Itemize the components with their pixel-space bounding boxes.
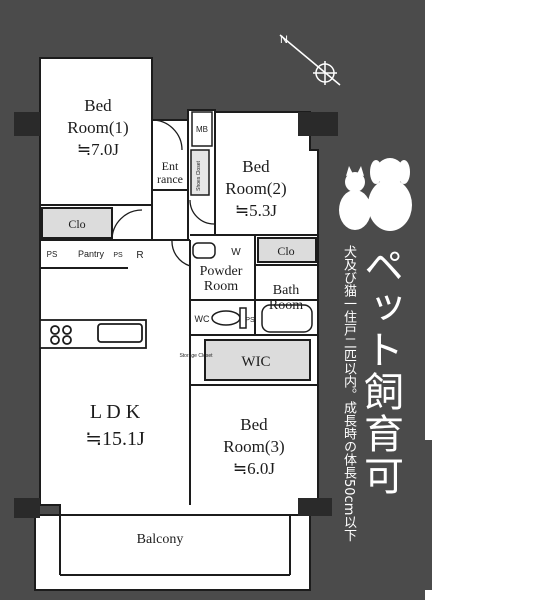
powder-label-1: Powder — [200, 264, 243, 279]
bed2-label-line2: Room(2) — [225, 179, 286, 198]
bed3-size: ≒6.0J — [233, 459, 276, 478]
kitchen-counter — [39, 319, 147, 349]
pet-note: 犬及び猫一住戸二匹以内。成長時の体長50cm以下 — [341, 245, 356, 542]
wic-box — [204, 339, 311, 381]
bath-fixtures — [192, 242, 313, 333]
mb-box — [191, 111, 213, 147]
door-swings — [111, 119, 215, 267]
bath-label-2: Room — [269, 298, 303, 313]
bed2-size: ≒5.3J — [235, 201, 278, 220]
compass-icon — [279, 34, 341, 86]
bath-label-1: Bath — [273, 283, 299, 298]
wall-pillars — [14, 112, 338, 518]
plan-body — [39, 57, 319, 516]
bed3-label-line2: Room(3) — [223, 437, 284, 456]
clo-label-2: Clo — [277, 244, 294, 258]
closet-1 — [41, 207, 113, 239]
pantry-label: Pantry — [78, 249, 105, 259]
bed2-label-line1: Bed — [242, 157, 270, 176]
balcony-label: Balcony — [137, 532, 184, 547]
storage-closet-label: Storage Closet — [179, 353, 213, 359]
entrance-label-1: Ent — [162, 159, 179, 173]
clo-label-1: Clo — [68, 217, 85, 231]
bed3-label-line1: Bed — [240, 415, 268, 434]
ps-label-2: PS — [113, 252, 123, 259]
powder-label-2: Room — [204, 279, 238, 294]
closet-2 — [257, 237, 317, 263]
pet-title: ペット飼育可 — [357, 245, 403, 497]
shoes-closet-box — [190, 149, 210, 196]
ldk-label: L D K — [90, 401, 141, 423]
wic-label: WIC — [241, 354, 270, 370]
balcony-area — [34, 514, 311, 591]
bed1-label-line2: Room(1) — [67, 118, 128, 137]
bed1-label-line1: Bed — [84, 96, 112, 115]
interior-walls — [40, 110, 318, 505]
dark-background-right-lower — [420, 440, 432, 590]
r-label: R — [136, 250, 143, 261]
ldk-size: ≒15.1J — [85, 428, 145, 450]
ps-label-1: PS — [47, 250, 58, 259]
bed1-size: ≒7.0J — [77, 140, 120, 159]
ps-label-3: PS — [245, 317, 255, 324]
wc-label: WC — [195, 314, 210, 324]
shoes-closet-label: Shoes Closet — [196, 161, 202, 191]
w-label: W — [231, 247, 241, 258]
mb-label: MB — [196, 125, 208, 134]
entrance-label-2: rance — [157, 172, 183, 186]
pet-icon — [339, 158, 412, 231]
compass-north-label: N — [280, 34, 288, 46]
